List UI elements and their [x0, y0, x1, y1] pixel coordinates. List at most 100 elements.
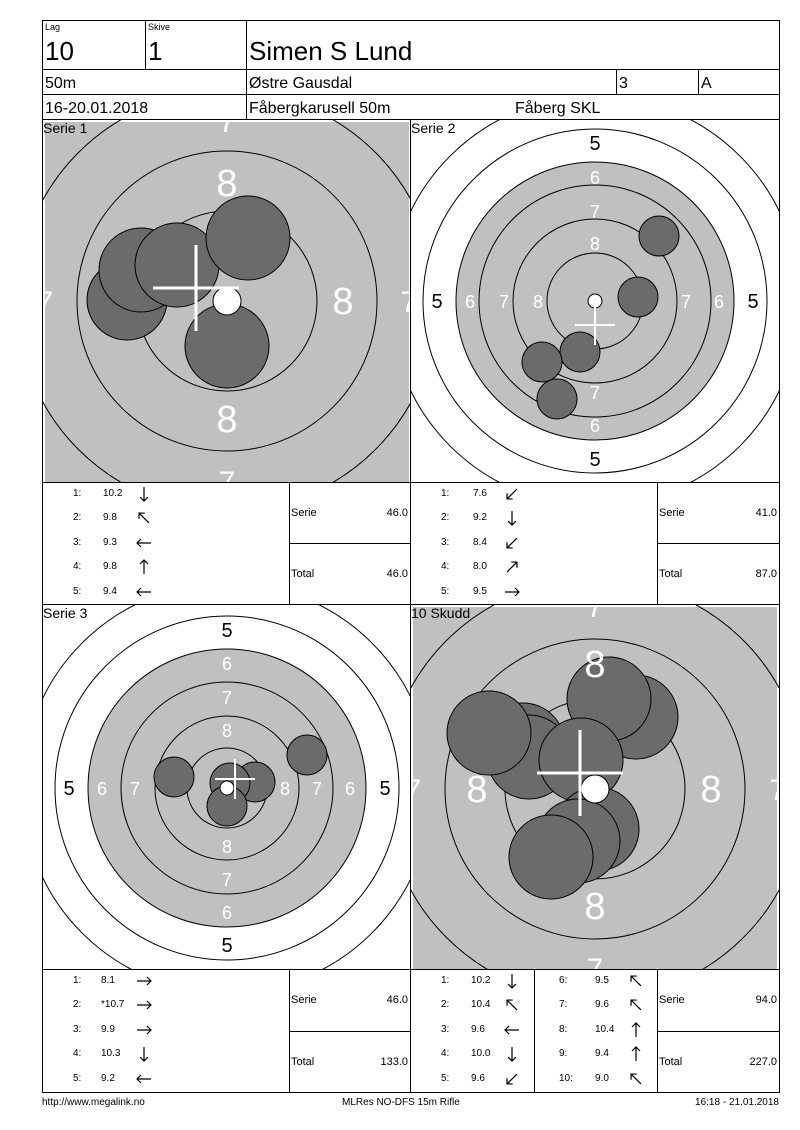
- serie-box-3: Serie 46.0: [289, 969, 411, 1032]
- footer-url[interactable]: http://www.megalink.no: [42, 1097, 145, 1108]
- ring-label: 7: [770, 774, 780, 807]
- class-letter-cell: A: [698, 69, 780, 95]
- class-number: 3: [619, 75, 628, 92]
- shot-hole: [559, 331, 601, 373]
- ring-8: [154, 715, 300, 861]
- shot-score: 8.1: [101, 975, 115, 986]
- skive-cell: Skive 1: [145, 20, 247, 70]
- ring-label: 8: [280, 779, 290, 799]
- ring-label: 7: [401, 286, 411, 319]
- shot-number: 7:: [559, 999, 568, 1011]
- ring-label: 5: [589, 449, 600, 471]
- shot-hole: [638, 215, 680, 257]
- direction-arrow-icon: [139, 559, 149, 575]
- serie-label: Serie: [291, 994, 317, 1006]
- shot-score: *10.7: [101, 999, 125, 1011]
- ring-label: 8: [466, 769, 487, 811]
- shot-hole: [446, 690, 532, 776]
- target-serie-3: 5 5 5 5 6 6 6 6 7 7 7 7 8 8 8: [43, 605, 410, 969]
- ring-label: 7: [222, 870, 232, 890]
- ring-label: 8: [216, 399, 237, 441]
- shot-score: 10.4: [595, 1023, 615, 1035]
- shot-number: 3:: [441, 536, 450, 548]
- serie-value: 94.0: [755, 994, 777, 1006]
- shot-number: 9:: [559, 1048, 568, 1060]
- ring-label: 6: [222, 903, 232, 923]
- target-10-skudd: 8 8 8 8 7 7 7 7: [411, 605, 780, 969]
- shot-hole: [184, 303, 270, 389]
- shot-number: 4:: [73, 561, 82, 573]
- shot-number: 6:: [559, 975, 568, 986]
- club: Østre Gausdal: [249, 75, 353, 92]
- shot-hole: [536, 378, 578, 420]
- shot-number: 4:: [73, 1048, 82, 1060]
- total-box-1: Total 46.0: [289, 543, 411, 605]
- total-box-4: Total 227.0: [657, 1031, 780, 1093]
- ring-10-center: [212, 286, 242, 316]
- distance-cell: 50m: [42, 69, 247, 95]
- direction-arrow-icon: [505, 587, 520, 597]
- ring-label: 7: [43, 286, 53, 319]
- shot-score: 9.4: [595, 1048, 609, 1060]
- ring-label: 7: [411, 774, 421, 807]
- organizer: Fåberg SKL: [515, 100, 601, 117]
- ring-label: 8: [584, 644, 605, 686]
- event-name: Fåbergkarusell 50m: [249, 100, 391, 117]
- ring-label: 8: [584, 886, 605, 928]
- ring-label: 5: [63, 778, 74, 800]
- ring-label: 8: [700, 769, 721, 811]
- ring-label: 7: [219, 120, 236, 139]
- serie-label: Serie: [659, 994, 685, 1006]
- shot-number: 5:: [441, 1072, 450, 1084]
- shot-score: 8.0: [473, 561, 487, 573]
- serie-label: Serie: [659, 507, 685, 519]
- total-label: Total: [659, 1056, 683, 1068]
- ring-label: 7: [590, 202, 600, 222]
- serie-box-2: Serie 41.0: [657, 482, 780, 544]
- ring-label: 5: [221, 620, 232, 642]
- shot-number: 2:: [441, 512, 450, 524]
- ring-label: 6: [714, 292, 724, 312]
- skive-label: Skive: [148, 22, 171, 32]
- shot-number: 4:: [441, 1048, 450, 1060]
- ring-10-center: [580, 774, 610, 804]
- total-value: 227.0: [749, 1056, 777, 1068]
- shot-number: 5:: [73, 1072, 82, 1084]
- ring-4: [54, 615, 400, 961]
- class-letter: A: [701, 75, 712, 92]
- skive-value: 1: [148, 36, 163, 66]
- total-label: Total: [291, 568, 315, 580]
- ring-10-center: [219, 780, 235, 796]
- direction-arrow-icon: [506, 561, 518, 573]
- direction-arrow-icon: [136, 538, 151, 548]
- lag-label: Lag: [45, 22, 61, 32]
- shot-score: 10.2: [471, 975, 491, 986]
- shot-number: 2:: [441, 999, 450, 1011]
- shot-score: 9.9: [101, 1023, 115, 1035]
- direction-arrow-icon: [506, 537, 518, 549]
- total-box-3: Total 133.0: [289, 1031, 411, 1093]
- class-num-cell: 3: [616, 69, 699, 95]
- shot-score: 9.4: [103, 585, 117, 597]
- total-value: 133.0: [380, 1056, 408, 1068]
- shot-number: 10:: [559, 1072, 573, 1084]
- shot-number: 2:: [73, 512, 82, 524]
- total-value: 46.0: [386, 568, 408, 580]
- direction-arrow-icon: [136, 1074, 151, 1084]
- shot-score: 9.6: [471, 1023, 485, 1035]
- target-serie-2: 5 5 5 5 6 6 6 6 7 7 7 7 8 8: [411, 120, 779, 482]
- date-cell: 16-20.01.2018: [42, 94, 247, 120]
- shot-hole: [617, 276, 659, 318]
- ring-label: 7: [130, 779, 140, 799]
- ring-label: 5: [747, 291, 758, 313]
- shot-hole: [153, 756, 195, 798]
- footer-timestamp: 16:18 - 21.01.2018: [695, 1097, 779, 1108]
- direction-arrow-icon: [507, 1047, 517, 1063]
- ring-label: 8: [332, 281, 353, 323]
- shot-score: 9.8: [103, 561, 117, 573]
- club-cell: Østre Gausdal: [246, 69, 617, 95]
